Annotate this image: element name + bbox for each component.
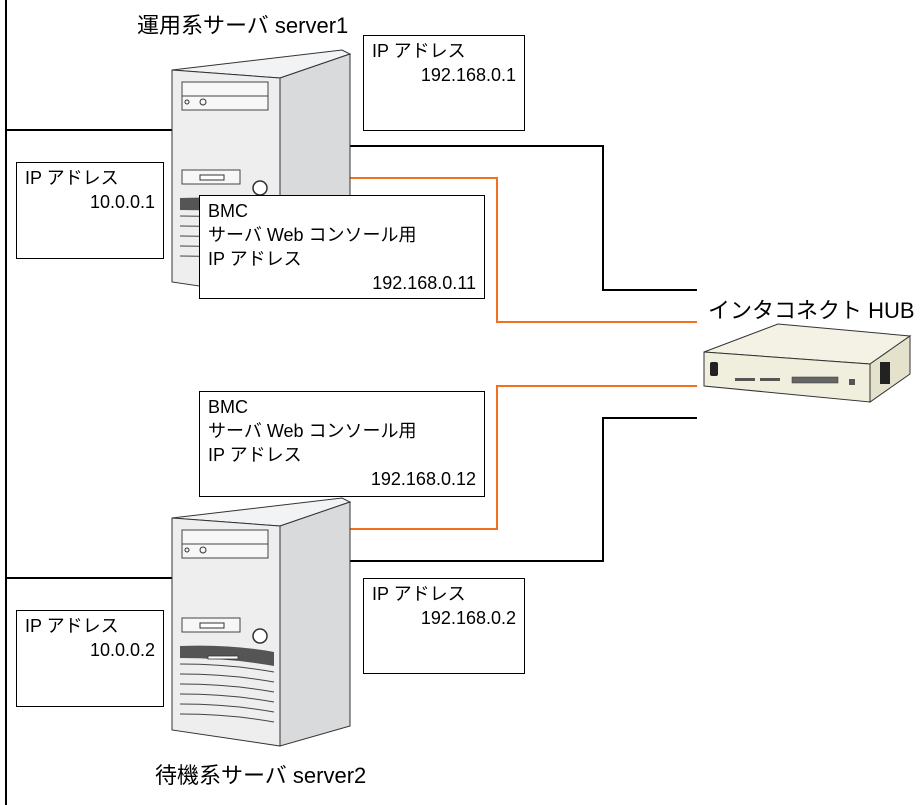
ip-value: 192.168.0.2: [420, 608, 516, 628]
ip-label: IP アドレス: [208, 249, 302, 269]
ip-value: 192.168.0.12: [370, 469, 476, 489]
ip-value: 10.0.0.2: [89, 640, 155, 660]
server1-interconnect-ip-box: IP アドレス 192.168.0.1: [363, 35, 525, 131]
bmc-purpose: サーバ Web コンソール用: [208, 421, 417, 441]
ip-label: IP アドレス: [372, 41, 466, 61]
server2-title: 待機系サーバ server2: [155, 763, 367, 788]
server1-bmc-link: [350, 177, 697, 323]
ip-value: 192.168.0.1: [420, 65, 516, 85]
server2-bmc-box: BMC サーバ Web コンソール用 IP アドレス 192.168.0.12: [199, 391, 485, 497]
server2-interconnect-link: [350, 417, 697, 562]
ip-label: IP アドレス: [208, 445, 302, 465]
ip-label: IP アドレス: [25, 168, 119, 188]
server1-title: 運用系サーバ server1: [137, 13, 349, 38]
server2-bmc-link: [350, 385, 697, 530]
ip-label: IP アドレス: [372, 584, 466, 604]
ip-value: 192.168.0.11: [372, 273, 476, 293]
ip-label: IP アドレス: [25, 616, 119, 636]
bmc-label: BMC: [208, 201, 248, 221]
server-icon: [171, 497, 352, 747]
bmc-purpose: サーバ Web コンソール用: [208, 225, 417, 245]
server1-bmc-box: BMC サーバ Web コンソール用 IP アドレス 192.168.0.11: [199, 195, 485, 299]
ip-value: 10.0.0.1: [89, 192, 155, 212]
bmc-label: BMC: [208, 397, 248, 417]
server1-interconnect-link: [350, 145, 697, 291]
hub-title: インタコネクト HUB: [708, 298, 915, 323]
hub-icon: [703, 323, 912, 403]
server2-public-ip-box: IP アドレス 10.0.0.2: [16, 610, 164, 707]
server1-public-ip-box: IP アドレス 10.0.0.1: [16, 162, 164, 259]
server2-interconnect-ip-box: IP アドレス 192.168.0.2: [363, 578, 525, 674]
